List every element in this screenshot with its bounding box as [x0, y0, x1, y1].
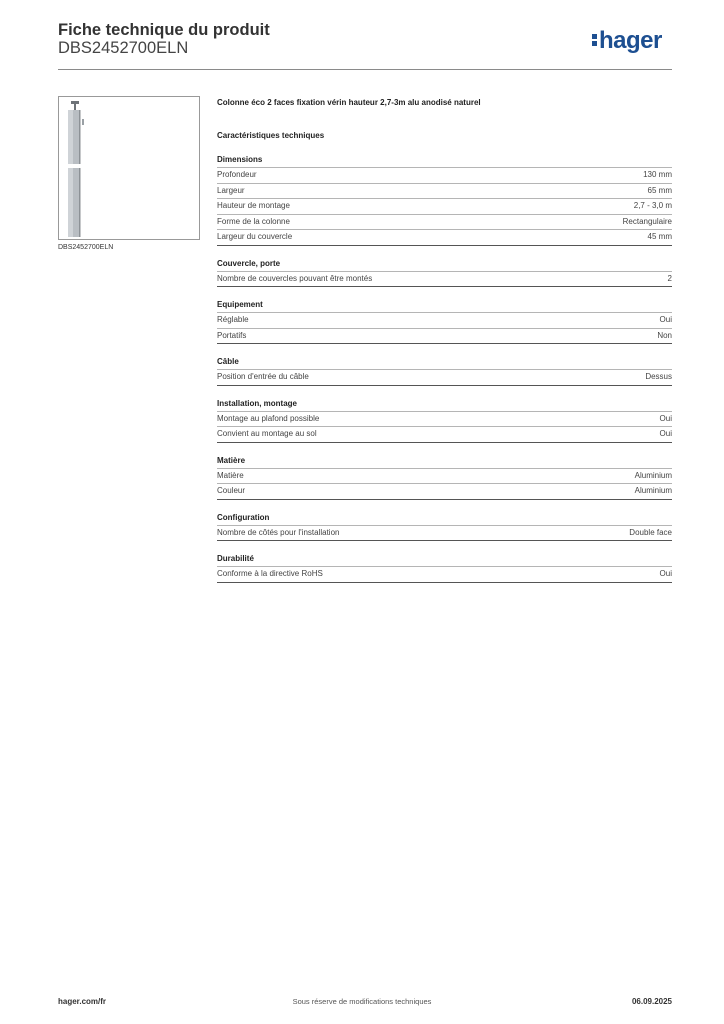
spec-label: Largeur du couvercle [217, 232, 293, 241]
spec-value: Oui [659, 413, 672, 423]
spec-value: Rectangulaire [622, 216, 672, 226]
spec-value: Oui [659, 315, 672, 324]
footer-date: 06.09.2025 [631, 997, 672, 1006]
spec-value: Oui [659, 569, 672, 578]
footer-website: hager.com/fr [58, 997, 107, 1006]
spec-label: Conforme à la directive RoHS [217, 569, 323, 578]
spec-row: Position d'entrée du câble Dessus [217, 370, 672, 386]
spec-row: Hauteur de montage 2,7 - 3,0 m [217, 199, 672, 215]
spec-value: 130 mm [643, 170, 672, 179]
product-image-frame [58, 96, 200, 240]
section-title: Installation, montage [217, 397, 672, 412]
spec-label: Position d'entrée du câble [217, 372, 309, 381]
spec-value: Double face [629, 527, 672, 537]
section-title: Couvercle, porte [217, 257, 672, 272]
spec-label: Nombre de côtés pour l'installation [217, 527, 340, 537]
spec-row: Convient au montage au sol Oui [217, 427, 672, 443]
spec-value: Aluminium [634, 470, 672, 480]
spec-row: Portatifs Non [217, 329, 672, 344]
spec-label: Convient au montage au sol [217, 429, 317, 438]
section-title: Durabilité [217, 552, 672, 567]
section-title: Câble [217, 355, 672, 370]
spec-value: 45 mm [647, 232, 672, 241]
spec-row: Forme de la colonne Rectangulaire [217, 215, 672, 230]
column-product-icon [68, 101, 84, 237]
section-title: Dimensions [217, 153, 672, 168]
spec-label: Forme de la colonne [217, 216, 290, 226]
spec-value: Dessus [645, 372, 672, 381]
hager-logo: hager [592, 27, 662, 55]
spec-row: Matière Aluminium [217, 469, 672, 484]
spec-label: Nombre de couvercles pouvant être montés [217, 273, 373, 283]
spec-row: Conforme à la directive RoHS Oui [217, 567, 672, 583]
spec-row: Nombre de couvercles pouvant être montés… [217, 272, 672, 287]
spec-value: 2 [667, 273, 672, 283]
header-divider [58, 69, 672, 70]
spec-label: Largeur [217, 185, 245, 195]
spec-row: Largeur 65 mm [217, 184, 672, 199]
spec-value: 2,7 - 3,0 m [633, 201, 672, 210]
section-title: Equipement [217, 298, 672, 313]
spec-value: 65 mm [647, 185, 672, 195]
spec-label: Montage au plafond possible [217, 413, 320, 423]
logo-text: hager [599, 27, 662, 54]
spec-value: Aluminium [634, 486, 672, 495]
spec-row: Couleur Aluminium [217, 484, 672, 500]
spec-label: Réglable [217, 315, 249, 324]
product-reference: DBS2452700ELN [58, 39, 189, 57]
spec-label: Portatifs [217, 330, 247, 340]
spec-row: Nombre de côtés pour l'installation Doubl… [217, 526, 672, 541]
characteristics-title: Caractéristiques techniques [217, 131, 325, 140]
section-title: Configuration [217, 511, 672, 526]
spec-label: Profondeur [217, 170, 257, 179]
spec-value: Oui [659, 429, 672, 438]
page-title: Fiche technique du produit [58, 21, 270, 39]
product-image-caption: DBS2452700ELN [58, 244, 114, 251]
spec-row: Réglable Oui [217, 313, 672, 329]
section-title: Matière [217, 454, 672, 469]
spec-content: Colonne éco 2 faces fixation vérin haute… [217, 96, 672, 583]
spec-label: Hauteur de montage [217, 201, 290, 210]
spec-label: Couleur [217, 486, 246, 495]
logo-dots-icon [592, 32, 597, 48]
footer-disclaimer: Sous réserve de modifications techniques [292, 997, 432, 1006]
spec-label: Matière [217, 470, 244, 480]
spec-row: Largeur du couvercle 45 mm [217, 230, 672, 246]
product-description: Colonne éco 2 faces fixation vérin haute… [217, 98, 481, 107]
spec-row: Profondeur 130 mm [217, 168, 672, 184]
spec-value: Non [657, 330, 672, 340]
spec-row: Montage au plafond possible Oui [217, 412, 672, 427]
